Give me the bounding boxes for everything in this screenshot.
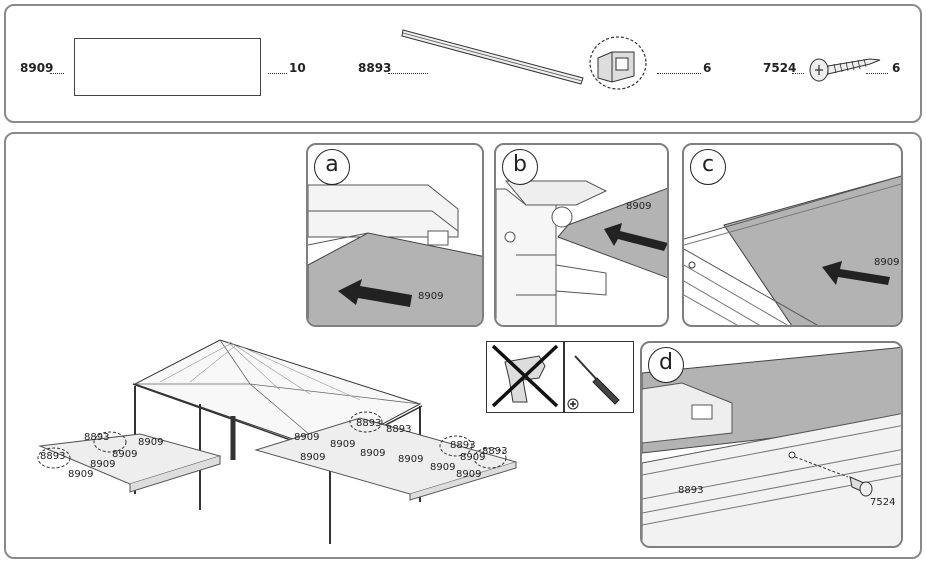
polycarbonate-panel-icon: [74, 38, 261, 96]
step-d-drawing: [642, 346, 901, 546]
part-8909-leader-left: [50, 73, 64, 74]
part-8909-leader-right: [268, 73, 287, 74]
part-8909-code: 8909: [20, 61, 54, 75]
part-8893-leader-right: [657, 73, 701, 74]
part-7524-leader-left: [792, 73, 804, 74]
step-c-part-label: 8909: [874, 257, 900, 268]
step-c-panel: c 8909: [682, 143, 903, 327]
insert-arrow-icon: [338, 279, 412, 307]
step-c-badge: c: [690, 149, 726, 185]
part-8893-leader-left: [388, 73, 428, 74]
phillips-screwdriver-icon: [567, 355, 620, 410]
overview-label-5: 8909: [90, 459, 116, 470]
overview-label-14: 8893: [450, 440, 476, 451]
screwdriver-box: [564, 341, 634, 413]
overview-label-6: 8909: [68, 469, 94, 480]
overview-label-2: 8909: [138, 437, 164, 448]
step-b-drawing: [496, 180, 667, 325]
step-d-screw-label: 7524: [870, 497, 896, 508]
overview-label-17: 8909: [456, 469, 482, 480]
overview-label-11: 8909: [360, 448, 386, 459]
step-a-panel: a 8909: [306, 143, 484, 327]
screw-icon: [809, 58, 881, 82]
overview-label-16: 8893: [482, 446, 508, 457]
part-8893-qty: 6: [703, 61, 712, 75]
part-8893-code: 8893: [358, 61, 392, 75]
insert-arrow-icon: [604, 223, 667, 251]
step-d-badge: d: [648, 347, 684, 383]
step-b-badge: b: [502, 149, 538, 185]
overview-label-1: 8893: [84, 432, 110, 443]
overview-label-18: 8909: [300, 452, 326, 463]
step-d-profile-label: 8893: [678, 485, 704, 496]
overview-label-4: 8909: [112, 449, 138, 460]
profile-section-detail-icon: [589, 36, 647, 90]
part-7524-leader-right: [866, 73, 888, 74]
step-a-part-label: 8909: [418, 291, 444, 302]
part-7524-code: 7524: [763, 61, 797, 75]
step-a-drawing: [308, 184, 482, 325]
overview-label-9: 8909: [330, 439, 356, 450]
overview-label-3: 8893: [40, 451, 66, 462]
overview-label-13: 8909: [430, 462, 456, 473]
overview-label-7: 8909: [294, 432, 320, 443]
step-b-part-label: 8909: [626, 201, 652, 212]
step-a-badge: a: [314, 149, 350, 185]
overview-label-15: 8909: [460, 452, 486, 463]
overview-label-8: 8893: [356, 418, 382, 429]
power-drill-icon: [491, 344, 559, 408]
part-8909-qty: 10: [289, 61, 306, 75]
gazebo-overview-drawing: [37, 339, 518, 544]
no-power-drill-box: [486, 341, 564, 413]
profile-rail-icon: [401, 29, 584, 85]
overview-label-10: 8893: [386, 424, 412, 435]
overview-label-12: 8909: [398, 454, 424, 465]
step-d-panel: d 8893 7524: [640, 341, 903, 548]
part-7524-qty: 6: [892, 61, 901, 75]
insert-arrow-icon: [822, 261, 890, 285]
step-c-drawing: [684, 175, 901, 325]
step-b-panel: b 8909: [494, 143, 669, 327]
